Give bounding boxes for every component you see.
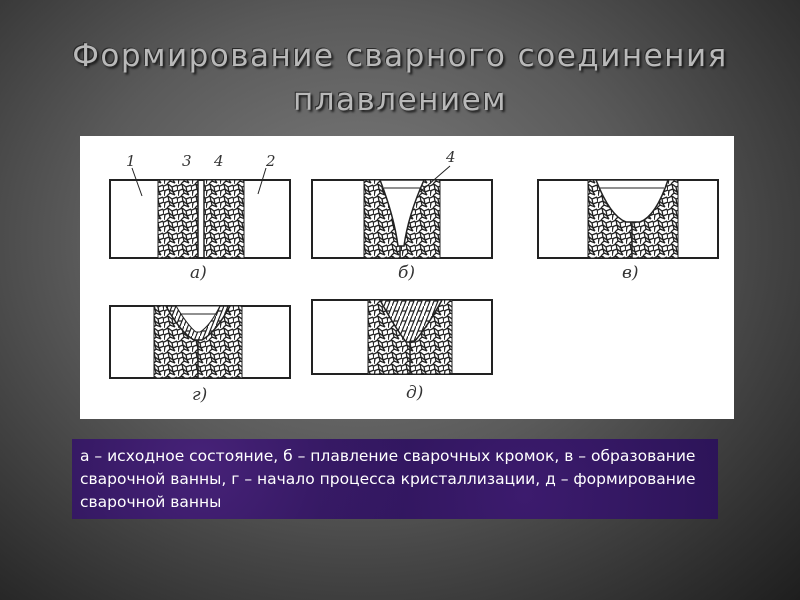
- panel-label-b: б): [398, 263, 415, 283]
- welding-stages-diagram: 1 3 4 2 а) 4 б) в): [109, 148, 719, 405]
- panel-b: 4 б): [311, 148, 493, 283]
- caption-box: а – исходное состояние, б – плавление св…: [72, 439, 718, 519]
- slide-title-line-1: Формирование сварного соединения: [72, 38, 728, 74]
- slide-title-line-2: плавлением: [292, 82, 508, 118]
- slide-title: Формирование сварного соединения плавлен…: [40, 34, 760, 122]
- part-number-4-b: 4: [445, 148, 456, 166]
- panel-d: д): [311, 299, 493, 403]
- panel-g: г): [109, 305, 291, 405]
- part-number-4: 4: [213, 152, 224, 170]
- welding-stages-figure: 1 3 4 2 а) 4 б) в): [80, 136, 734, 419]
- caption-text: а – исходное состояние, б – плавление св…: [80, 447, 696, 511]
- panel-label-g: г): [192, 385, 207, 405]
- panel-label-a: а): [190, 263, 207, 283]
- panel-label-v: в): [622, 263, 639, 283]
- part-number-1: 1: [126, 152, 136, 170]
- panel-a: 1 3 4 2 а): [109, 152, 291, 283]
- part-number-3: 3: [182, 152, 192, 170]
- panel-label-d: д): [406, 383, 423, 403]
- part-number-2: 2: [265, 152, 276, 170]
- panel-v: в): [537, 179, 719, 283]
